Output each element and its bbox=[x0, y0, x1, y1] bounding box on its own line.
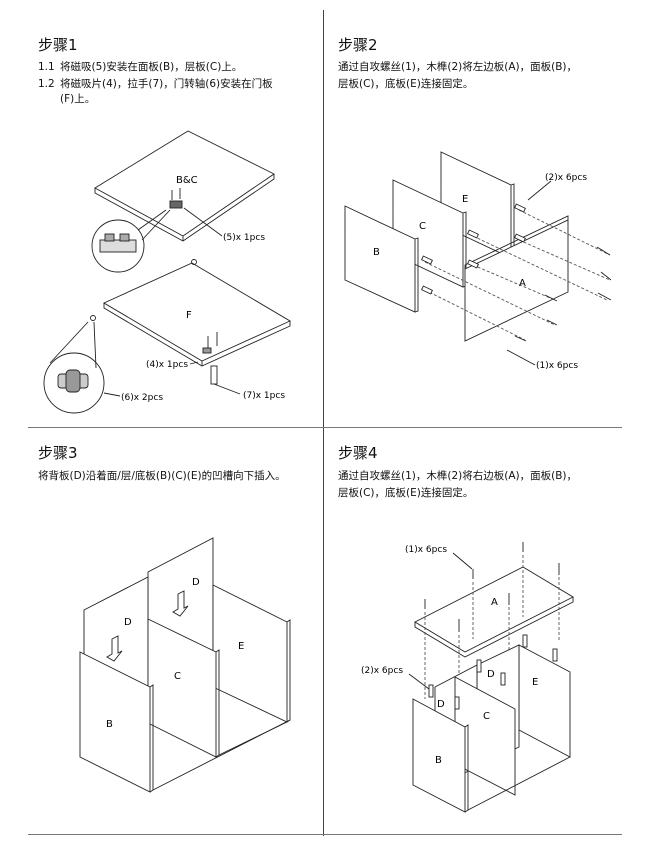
panel-c-label: C bbox=[419, 221, 426, 232]
step3-figure: D D E C B bbox=[79, 537, 291, 793]
bottom-rule bbox=[28, 834, 622, 835]
callout-2: (2)x 6pcs bbox=[361, 666, 403, 676]
panel-a-label: A bbox=[491, 597, 498, 608]
step2-title: 步骤2 bbox=[338, 36, 378, 54]
magnet-5 bbox=[169, 200, 183, 209]
panel-f bbox=[103, 262, 291, 362]
callout-5: (5)x 1pcs bbox=[223, 233, 265, 243]
callout-1: (1)x 6pcs bbox=[536, 361, 578, 371]
panel-e bbox=[518, 644, 571, 758]
panel-a-label: A bbox=[519, 278, 526, 289]
panel-e-label: E bbox=[462, 194, 468, 205]
panel-e bbox=[212, 584, 288, 723]
step3-line1: 将背板(D)沿着面/层/底板(B)(C)(E)的凹槽向下插入。 bbox=[38, 470, 286, 482]
step2-line1: 通过自攻螺丝(1)，木榫(2)将左边板(A)，面板(B)， bbox=[338, 61, 578, 73]
step2-figure: E C B A (2)x 6pcs (1)x 6pcs bbox=[344, 151, 612, 371]
step4-line2: 层板(C)，底板(E)连接固定。 bbox=[338, 487, 474, 499]
step1-line3: (F)上。 bbox=[60, 93, 96, 105]
step1-figure: B&C F (5)x 1pcs (4)x 1pcs (6)x 2pcs (7)x… bbox=[43, 130, 291, 414]
arrow-down-2 bbox=[172, 590, 189, 617]
callout-2: (2)x 6pcs bbox=[545, 173, 587, 183]
panel-b-label: B bbox=[106, 719, 113, 730]
callout-1: (1)x 6pcs bbox=[405, 545, 447, 555]
panel-e-label: E bbox=[532, 677, 538, 688]
step2-line2: 层板(C)，底板(E)连接固定。 bbox=[338, 78, 474, 90]
column-divider bbox=[323, 10, 324, 836]
step3-title: 步骤3 bbox=[38, 444, 78, 462]
step4-title: 步骤4 bbox=[338, 444, 378, 462]
step4-figure: A D D C E B (1)x 6pcs (2)x 6pcs bbox=[361, 542, 574, 813]
callout-4: (4)x 1pcs bbox=[146, 360, 188, 370]
handle-7 bbox=[210, 365, 218, 385]
panel-f-label: F bbox=[186, 310, 192, 321]
panel-e-label: E bbox=[238, 641, 244, 652]
panel-d-left-label: D bbox=[124, 617, 132, 628]
panel-d-right-label: D bbox=[487, 669, 495, 680]
panel-d-right-label: D bbox=[192, 577, 200, 588]
panel-c-label: C bbox=[483, 711, 490, 722]
panel-b-label: B bbox=[435, 755, 442, 766]
step4-line1: 通过自攻螺丝(1)，木榫(2)将右边板(A)，面板(B)， bbox=[338, 470, 578, 482]
panel-b-label: B bbox=[373, 247, 380, 258]
callout-6: (6)x 2pcs bbox=[121, 393, 163, 403]
panel-c-label: C bbox=[174, 671, 181, 682]
arrow-down-1 bbox=[106, 635, 123, 662]
step1-title: 步骤1 bbox=[38, 36, 78, 54]
row-divider bbox=[28, 427, 622, 428]
panel-bc-label: B&C bbox=[176, 175, 198, 186]
panel-a bbox=[414, 566, 574, 653]
panel-d-left-label: D bbox=[437, 699, 445, 710]
callout-7: (7)x 1pcs bbox=[243, 391, 285, 401]
